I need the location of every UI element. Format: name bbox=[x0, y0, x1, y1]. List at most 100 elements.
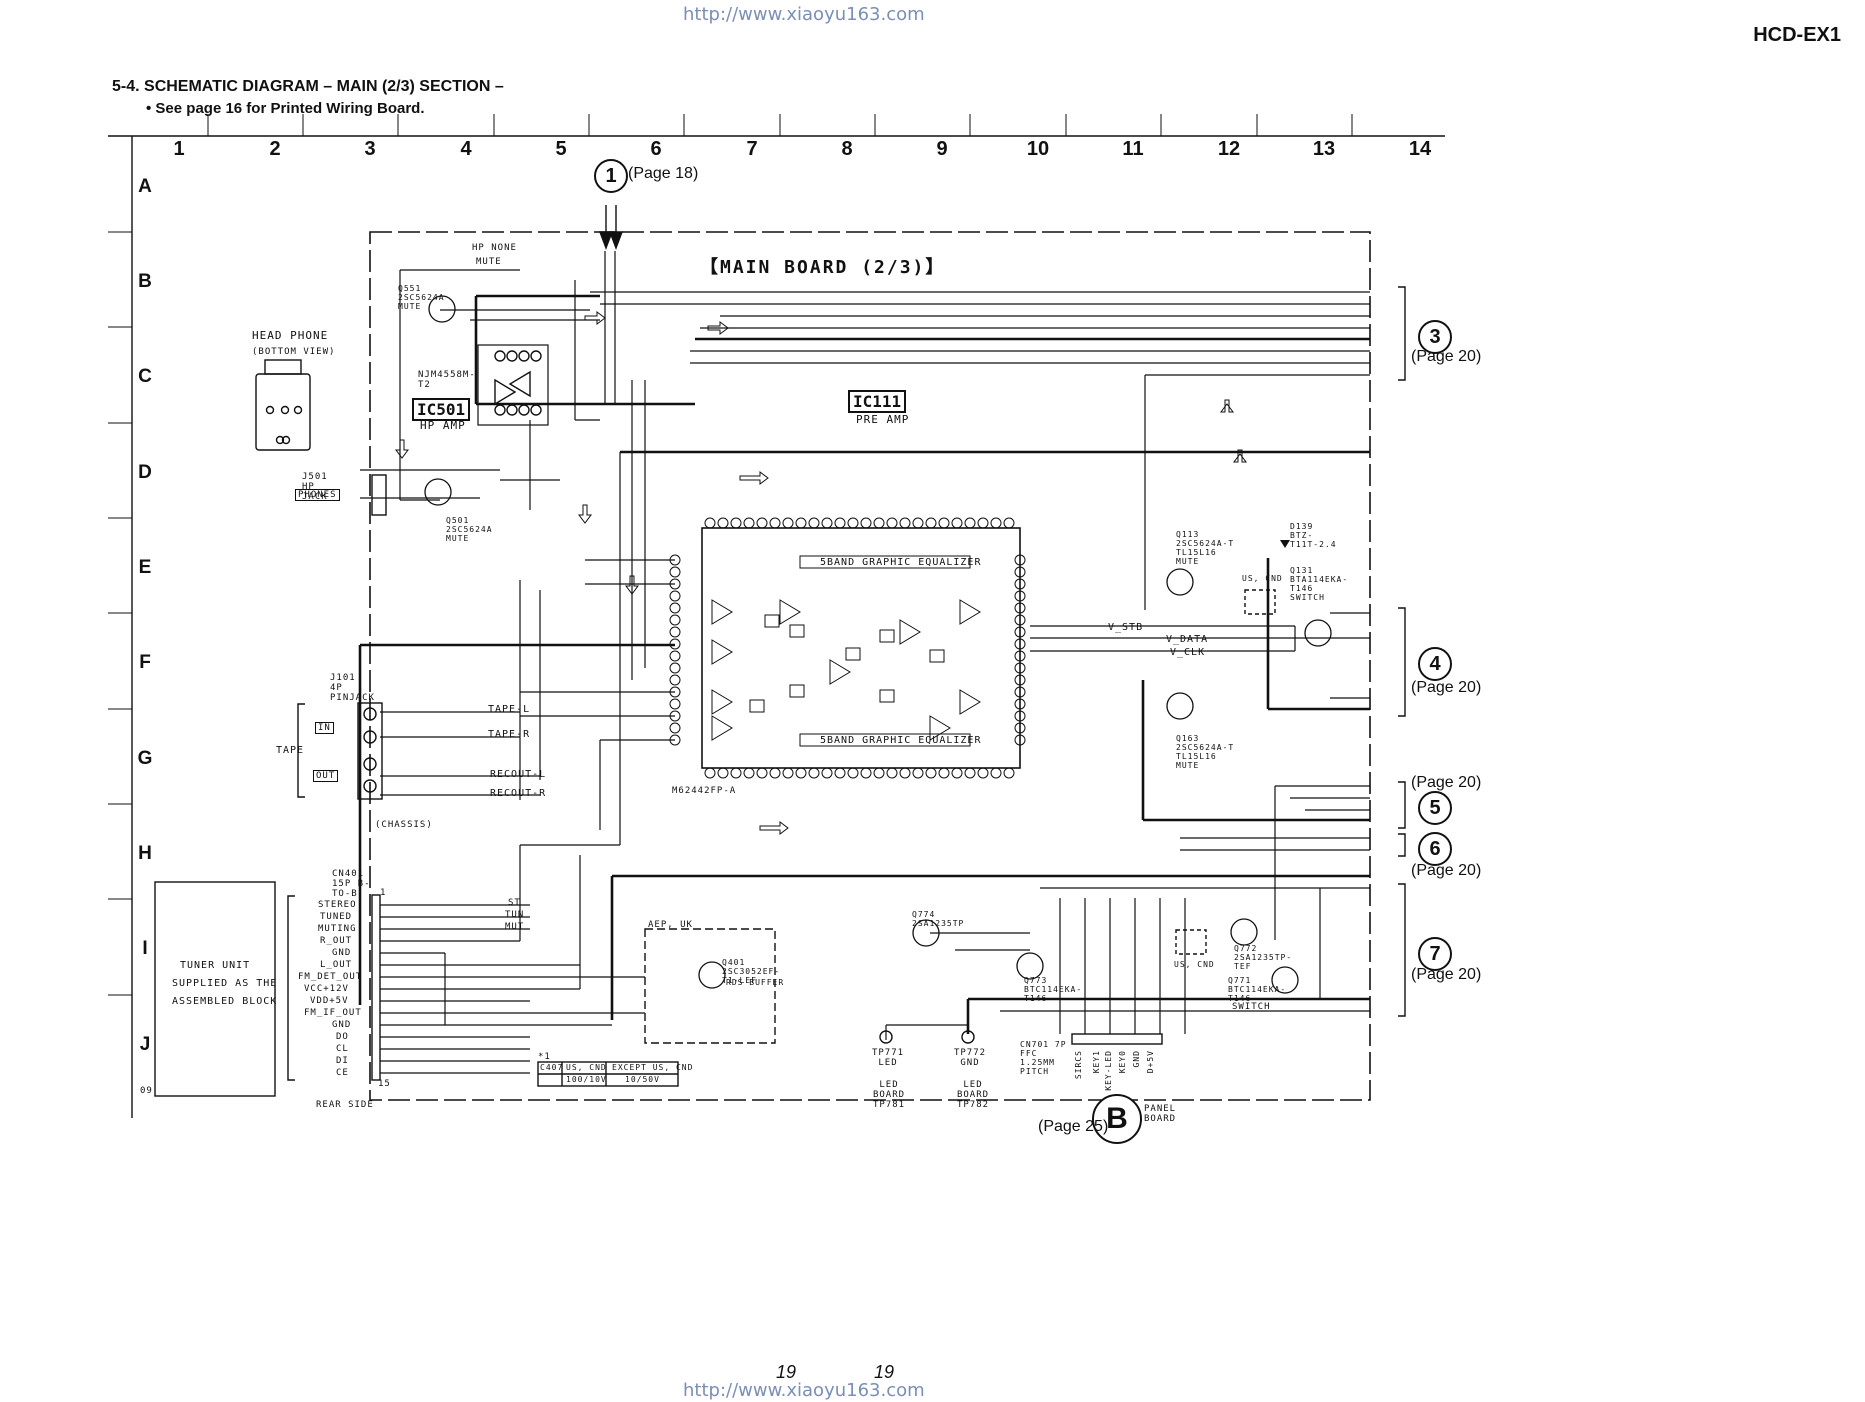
connector-6-page: (Page 20) bbox=[1411, 862, 1482, 879]
tuner-pin-cl: CL bbox=[336, 1044, 349, 1054]
grid-row-c: C bbox=[138, 366, 152, 387]
phones-label: PHONES bbox=[295, 489, 340, 501]
grid-col-1: 1 bbox=[173, 138, 185, 160]
eq-label-top: 5BAND GRAPHIC EQUALIZER bbox=[820, 557, 982, 568]
table-note: *1 bbox=[538, 1052, 551, 1062]
grid-col-10: 10 bbox=[1026, 138, 1050, 160]
connector-1: 1 bbox=[594, 159, 628, 193]
ic111-desc: PRE AMP bbox=[856, 413, 910, 426]
q113-label: Q113 2SC5624A-T TL15L16 MUTE bbox=[1176, 530, 1235, 566]
grid-col-3: 3 bbox=[364, 138, 376, 160]
tuner-pin-di: DI bbox=[336, 1056, 349, 1066]
d139-label: D139 BTZ-T11T-2.4 bbox=[1290, 522, 1337, 549]
tuner-pin-vdd: VDD+5V bbox=[310, 996, 349, 1006]
page-title: 5-4. SCHEMATIC DIAGRAM – MAIN (2/3) SECT… bbox=[112, 78, 504, 95]
grid-col-11: 11 bbox=[1122, 138, 1144, 160]
ic111-label: IC111 bbox=[848, 390, 907, 413]
j101-label: J101 4P PINJACK bbox=[330, 673, 375, 703]
tuner-pin-stereo: STEREO bbox=[318, 900, 357, 910]
page-subtitle: • See page 16 for Printed Wiring Board. bbox=[146, 100, 425, 117]
grid-col-12: 12 bbox=[1217, 138, 1241, 160]
ic111-part: M62442FP-A bbox=[672, 786, 737, 796]
connector-b-page: (Page 25) bbox=[1038, 1118, 1109, 1135]
table-value-us-cnd: 100/10V bbox=[566, 1075, 607, 1084]
recout-l-signal: RECOUT-L bbox=[490, 769, 547, 780]
led-board-1-label: LED BOARD TP781 bbox=[872, 1080, 906, 1110]
tuner-pin-gnd-2: GND bbox=[332, 1020, 352, 1030]
q773-label: Q773 BTC114EKA-T146 bbox=[1024, 976, 1083, 1003]
board-title: 【MAIN BOARD (2/3)】 bbox=[700, 257, 946, 278]
mute-label: MUTE bbox=[476, 257, 502, 267]
connector-5-page: (Page 20) bbox=[1411, 774, 1482, 791]
grid-row-h: H bbox=[138, 843, 152, 864]
cn701-pin-sircs: SIRCS bbox=[1074, 1050, 1083, 1080]
connector-b: B bbox=[1092, 1094, 1142, 1144]
signal-tun: TUN bbox=[505, 910, 525, 920]
page-number-left: 19 bbox=[776, 1362, 797, 1382]
signal-mut: MUT bbox=[505, 922, 525, 932]
tp771-label: TP771 LED bbox=[871, 1048, 905, 1068]
cn701-pin-d5v: D+5V bbox=[1146, 1050, 1155, 1074]
cn701-pin-key0: KEY0 bbox=[1118, 1050, 1127, 1074]
grid-row-i: I bbox=[142, 938, 148, 959]
ic501-label: IC501 bbox=[412, 398, 471, 421]
us-cnd-label-2: US, CND bbox=[1174, 960, 1215, 969]
grid-col-14: 14 bbox=[1408, 138, 1432, 160]
tuner-pin-do: DO bbox=[336, 1032, 349, 1042]
grid-row-d: D bbox=[138, 462, 152, 483]
grid-col-8: 8 bbox=[841, 138, 853, 160]
cn701-pin-key1: KEY1 bbox=[1092, 1050, 1101, 1074]
j501-label: J501 HP JACK bbox=[302, 472, 328, 502]
grid-col-4: 4 bbox=[460, 138, 472, 160]
tuner-box-line-3: ASSEMBLED BLOCK bbox=[172, 996, 278, 1007]
q774-label: Q774 2SA1235TP bbox=[912, 910, 965, 928]
watermark-url-top: http://www.xiaoyu163.com bbox=[683, 4, 925, 25]
connector-6: 6 bbox=[1418, 832, 1452, 866]
cn401-label: CN401 15P B-TO-B bbox=[332, 869, 371, 899]
chassis-label: (CHASSIS) bbox=[375, 820, 433, 830]
cn401-pin-15: 15 bbox=[378, 1079, 391, 1089]
tuner-box-line-2: SUPPLIED AS THE bbox=[172, 978, 278, 989]
cn401-pin-1: 1 bbox=[380, 888, 387, 898]
signal-switch: SWITCH bbox=[1232, 1002, 1271, 1012]
table-head-us-cnd: US, CND bbox=[566, 1063, 607, 1072]
connector-7: 7 bbox=[1418, 937, 1452, 971]
signal-v-data: V_DATA bbox=[1166, 634, 1209, 645]
tp772-label: TP772 GND bbox=[953, 1048, 987, 1068]
headphone-view: (BOTTOM VIEW) bbox=[252, 347, 336, 357]
cn701-label: CN701 7P FFC 1.25MM PITCH bbox=[1020, 1040, 1067, 1076]
signal-v-stb: V_STB bbox=[1108, 622, 1144, 633]
us-cnd-label-1: US, CND bbox=[1242, 574, 1283, 583]
table-value-except: 10/50V bbox=[625, 1075, 660, 1084]
hp-none-label: HP NONE bbox=[472, 243, 517, 253]
connector-7-page: (Page 20) bbox=[1411, 966, 1482, 983]
table-head-c407: C407 bbox=[540, 1063, 564, 1072]
eq-label-bottom: 5BAND GRAPHIC EQUALIZER bbox=[820, 735, 982, 746]
grid-col-7: 7 bbox=[746, 138, 758, 160]
tuner-pin-tuned: TUNED bbox=[320, 912, 353, 922]
connector-1-page: (Page 18) bbox=[628, 165, 699, 182]
model-number: HCD-EX1 bbox=[1753, 24, 1841, 46]
tape-label: TAPE bbox=[276, 745, 305, 756]
grid-col-2: 2 bbox=[269, 138, 281, 160]
q501-label: Q501 2SC5624A MUTE bbox=[446, 516, 493, 543]
connector-4-page: (Page 20) bbox=[1411, 679, 1482, 696]
q131-label: Q131 BTA114EKA-T146 SWITCH bbox=[1290, 566, 1349, 602]
grid-row-a: A bbox=[138, 176, 152, 197]
q163-label: Q163 2SC5624A-T TL15L16 MUTE bbox=[1176, 734, 1235, 770]
ic501-desc: HP AMP bbox=[420, 419, 466, 432]
grid-col-13: 13 bbox=[1312, 138, 1336, 160]
tape-out-label: OUT bbox=[313, 770, 339, 782]
led-board-2-label: LED BOARD TP782 bbox=[956, 1080, 990, 1110]
grid-col-6: 6 bbox=[650, 138, 662, 160]
grid-row-b: B bbox=[138, 271, 152, 292]
tuner-pin-ce: CE bbox=[336, 1068, 349, 1078]
panel-board-label: PANEL BOARD bbox=[1144, 1104, 1177, 1124]
table-head-except: EXCEPT US, CND bbox=[612, 1063, 694, 1072]
connector-5: 5 bbox=[1418, 791, 1452, 825]
q551-label: Q551 2SC5624A MUTE bbox=[398, 284, 445, 311]
tape-r-signal: TAPE-R bbox=[488, 729, 531, 740]
tuner-box-number: 09 bbox=[140, 1086, 153, 1096]
tuner-pin-fm-det-out: FM_DET_OUT bbox=[298, 972, 363, 982]
